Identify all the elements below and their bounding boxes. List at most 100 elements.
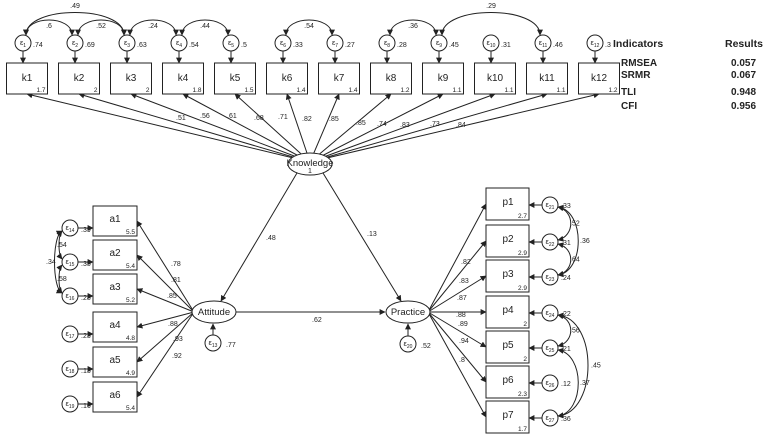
error-label-a5: ε18 — [66, 364, 75, 375]
indicator-mean-p7: 1.7 — [518, 426, 527, 433]
error-circle-k10 — [482, 34, 500, 52]
indicator-mean-p3: 2.9 — [518, 285, 527, 292]
indicator-mean-p2: 2.9 — [518, 250, 527, 257]
loading-value-k4: .68 — [254, 115, 264, 122]
loading-path-k3 — [130, 93, 311, 163]
indicator-label-p1: p1 — [502, 197, 514, 208]
fit-row-name: RMSEA — [621, 58, 657, 69]
loading-path-a1 — [136, 220, 195, 313]
error-label-a3: ε16 — [66, 291, 75, 302]
error-circle-a1 — [61, 219, 79, 237]
error-variance-k11: .46 — [553, 42, 563, 49]
error-circle-k2 — [66, 34, 84, 52]
loading-path-k12 — [309, 92, 600, 163]
indicator-mean-k8: 1.2 — [400, 87, 409, 94]
indicator-label-k9: k9 — [438, 73, 449, 84]
indicator-box-p5 — [485, 330, 530, 364]
error-variance-k2: .69 — [85, 42, 95, 49]
loading-path-k4 — [182, 93, 311, 163]
k-covariance-value: .54 — [304, 23, 314, 30]
fit-indices-table: Indicators Results RMSEA 0.057 SRMR 0.06… — [613, 38, 763, 112]
disturbance-practice-value: .52 — [421, 343, 431, 350]
p-covariance-arc — [557, 242, 572, 277]
path-knowledge-practice — [322, 172, 402, 302]
indicator-mean-k7: 1.4 — [348, 87, 357, 94]
indicator-box-p6 — [485, 365, 530, 399]
indicator-box-a4 — [92, 311, 138, 343]
error-circle-a3 — [61, 287, 79, 305]
indicator-mean-a1: 5.5 — [126, 229, 135, 236]
indicator-box-a3 — [92, 273, 138, 305]
indicator-box-a6 — [92, 381, 138, 413]
indicator-label-k4: k4 — [178, 73, 189, 84]
indicator-box-k4 — [162, 62, 204, 95]
error-label-p4: ε24 — [546, 308, 555, 319]
loading-path-p7 — [427, 311, 487, 418]
error-variance-p4: .22 — [561, 311, 571, 318]
p-covariance-value: .52 — [570, 221, 580, 228]
p-covariance-arc — [557, 312, 589, 419]
k-covariance-arc — [283, 19, 335, 36]
error-circle-p2 — [541, 233, 559, 251]
indicator-label-p2: p2 — [502, 234, 514, 245]
p-covariance-value: .56 — [570, 328, 580, 335]
disturbance-practice — [399, 335, 417, 353]
error-label-k4: ε4 — [176, 38, 182, 49]
indicator-mean-k11: 1.1 — [556, 87, 565, 94]
loading-value-k5: .71 — [278, 114, 288, 121]
loading-value-a6: .92 — [172, 353, 182, 360]
latent-attitude — [191, 300, 237, 324]
indicator-label-a2: a2 — [109, 248, 121, 259]
indicator-mean-k4: 1.8 — [192, 87, 201, 94]
error-circle-p5 — [541, 339, 559, 357]
indicator-box-k2 — [58, 62, 100, 95]
indicator-label-k2: k2 — [74, 73, 85, 84]
a-covariance-value: .54 — [57, 242, 67, 249]
k-covariance-arc — [387, 19, 439, 36]
loading-value-p5: .89 — [458, 321, 468, 328]
disturbance-practice-label: ε20 — [404, 339, 413, 350]
error-label-k3: ε3 — [124, 38, 130, 49]
k-covariance-value: .24 — [148, 23, 158, 30]
error-variance-k5: .5 — [241, 42, 247, 49]
indicator-mean-a6: 5.4 — [126, 405, 135, 412]
a-covariance-value: .34 — [46, 259, 56, 266]
k-covariance-arc — [439, 12, 543, 36]
error-label-k11: ε11 — [539, 38, 548, 49]
indicator-box-k11 — [526, 62, 568, 95]
disturbance-attitude-label: ε13 — [209, 338, 218, 349]
indicator-mean-k3: 2 — [146, 87, 150, 94]
indicator-label-a1: a1 — [109, 214, 121, 225]
error-label-k5: ε5 — [228, 38, 234, 49]
indicator-label-p3: p3 — [502, 269, 514, 280]
indicator-label-k5: k5 — [230, 73, 241, 84]
indicator-label-a3: a3 — [109, 282, 121, 293]
indicator-label-p5: p5 — [502, 340, 514, 351]
indicator-mean-k10: 1.1 — [504, 87, 513, 94]
fit-header-indicators: Indicators — [613, 38, 663, 50]
p-covariance-arc — [557, 347, 579, 419]
loading-path-k2 — [78, 92, 311, 163]
k-covariance-value: .52 — [96, 23, 106, 30]
loading-path-a4 — [136, 311, 195, 329]
indicator-label-a5: a5 — [109, 355, 121, 366]
error-circle-a4 — [61, 325, 79, 343]
indicator-box-p3 — [485, 259, 530, 293]
error-variance-p5: .21 — [561, 346, 571, 353]
fit-row-name: CFI — [621, 101, 637, 112]
indicator-mean-k2: 2 — [94, 87, 98, 94]
error-circle-k8 — [378, 34, 396, 52]
indicator-label-a6: a6 — [109, 390, 121, 401]
error-variance-p1: .33 — [561, 203, 571, 210]
k-covariance-value: .44 — [200, 23, 210, 30]
latent-practice — [385, 300, 431, 324]
loading-value-k12: .84 — [456, 122, 466, 129]
loading-value-a5: .93 — [173, 336, 183, 343]
p-covariance-value: .64 — [570, 257, 580, 264]
error-circle-k9 — [430, 34, 448, 52]
error-circle-p1 — [541, 196, 559, 214]
error-variance-k6: .33 — [293, 42, 303, 49]
indicator-label-k1: k1 — [22, 73, 33, 84]
indicator-label-k6: k6 — [282, 73, 293, 84]
